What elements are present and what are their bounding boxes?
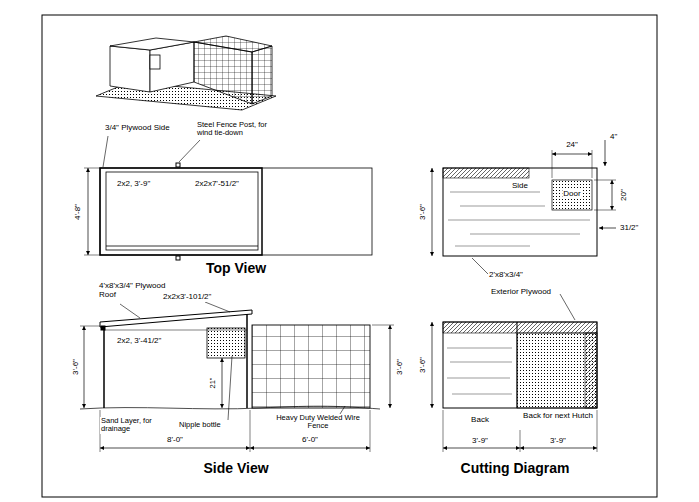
dimension-label: 2x2, 3'-41/2": [116, 337, 162, 346]
dimension-label: 3'-6": [419, 203, 428, 221]
dimension-label: Heavy Duty Welded Wire Fence: [275, 414, 361, 431]
dimension-label: Door: [562, 190, 581, 199]
dimension-label: 3'-9": [549, 437, 567, 446]
dimension-label: 6'-0": [301, 436, 319, 445]
dimension-label: 3/4" Plywood Side: [104, 124, 171, 133]
dimension-label: Sand Layer, for drainage: [100, 417, 166, 434]
dimension-label: 8'-0": [166, 436, 184, 445]
dimension-label: 4": [609, 133, 618, 142]
dimension-label: Side: [511, 182, 529, 191]
dimension-label: 21": [209, 376, 217, 389]
dimension-label: 2'x8'x3/4": [488, 271, 524, 280]
dimension-label: Back: [470, 416, 490, 425]
dimension-label: 20": [620, 188, 629, 202]
dimension-label: 31/2": [619, 224, 639, 233]
view-title: Side View: [202, 461, 269, 476]
dimension-label: Back for next Hutch: [520, 412, 596, 421]
dimension-label: 2x2x7'-51/2": [194, 180, 240, 189]
dimension-label: 3'-6": [396, 358, 405, 376]
view-title: Top View: [205, 261, 267, 276]
dimension-label: Exterior Plywood: [490, 288, 552, 297]
dimension-label: Nipple bottle: [178, 421, 222, 429]
dimension-label: Steel Fence Post, for wind tie-down: [196, 121, 276, 138]
dimension-label: 24": [565, 141, 579, 150]
dimension-label: 4'-8": [74, 203, 83, 221]
dimension-label: 2x2x3'-101/2": [162, 293, 212, 302]
dimension-label: 3'-6": [419, 356, 428, 374]
dimension-label: 3'-6": [72, 358, 81, 376]
view-title: Cutting Diagram: [460, 461, 571, 476]
dimension-label: 3'-9": [471, 437, 489, 446]
dimension-label: 2x2, 3'-9": [116, 180, 151, 189]
